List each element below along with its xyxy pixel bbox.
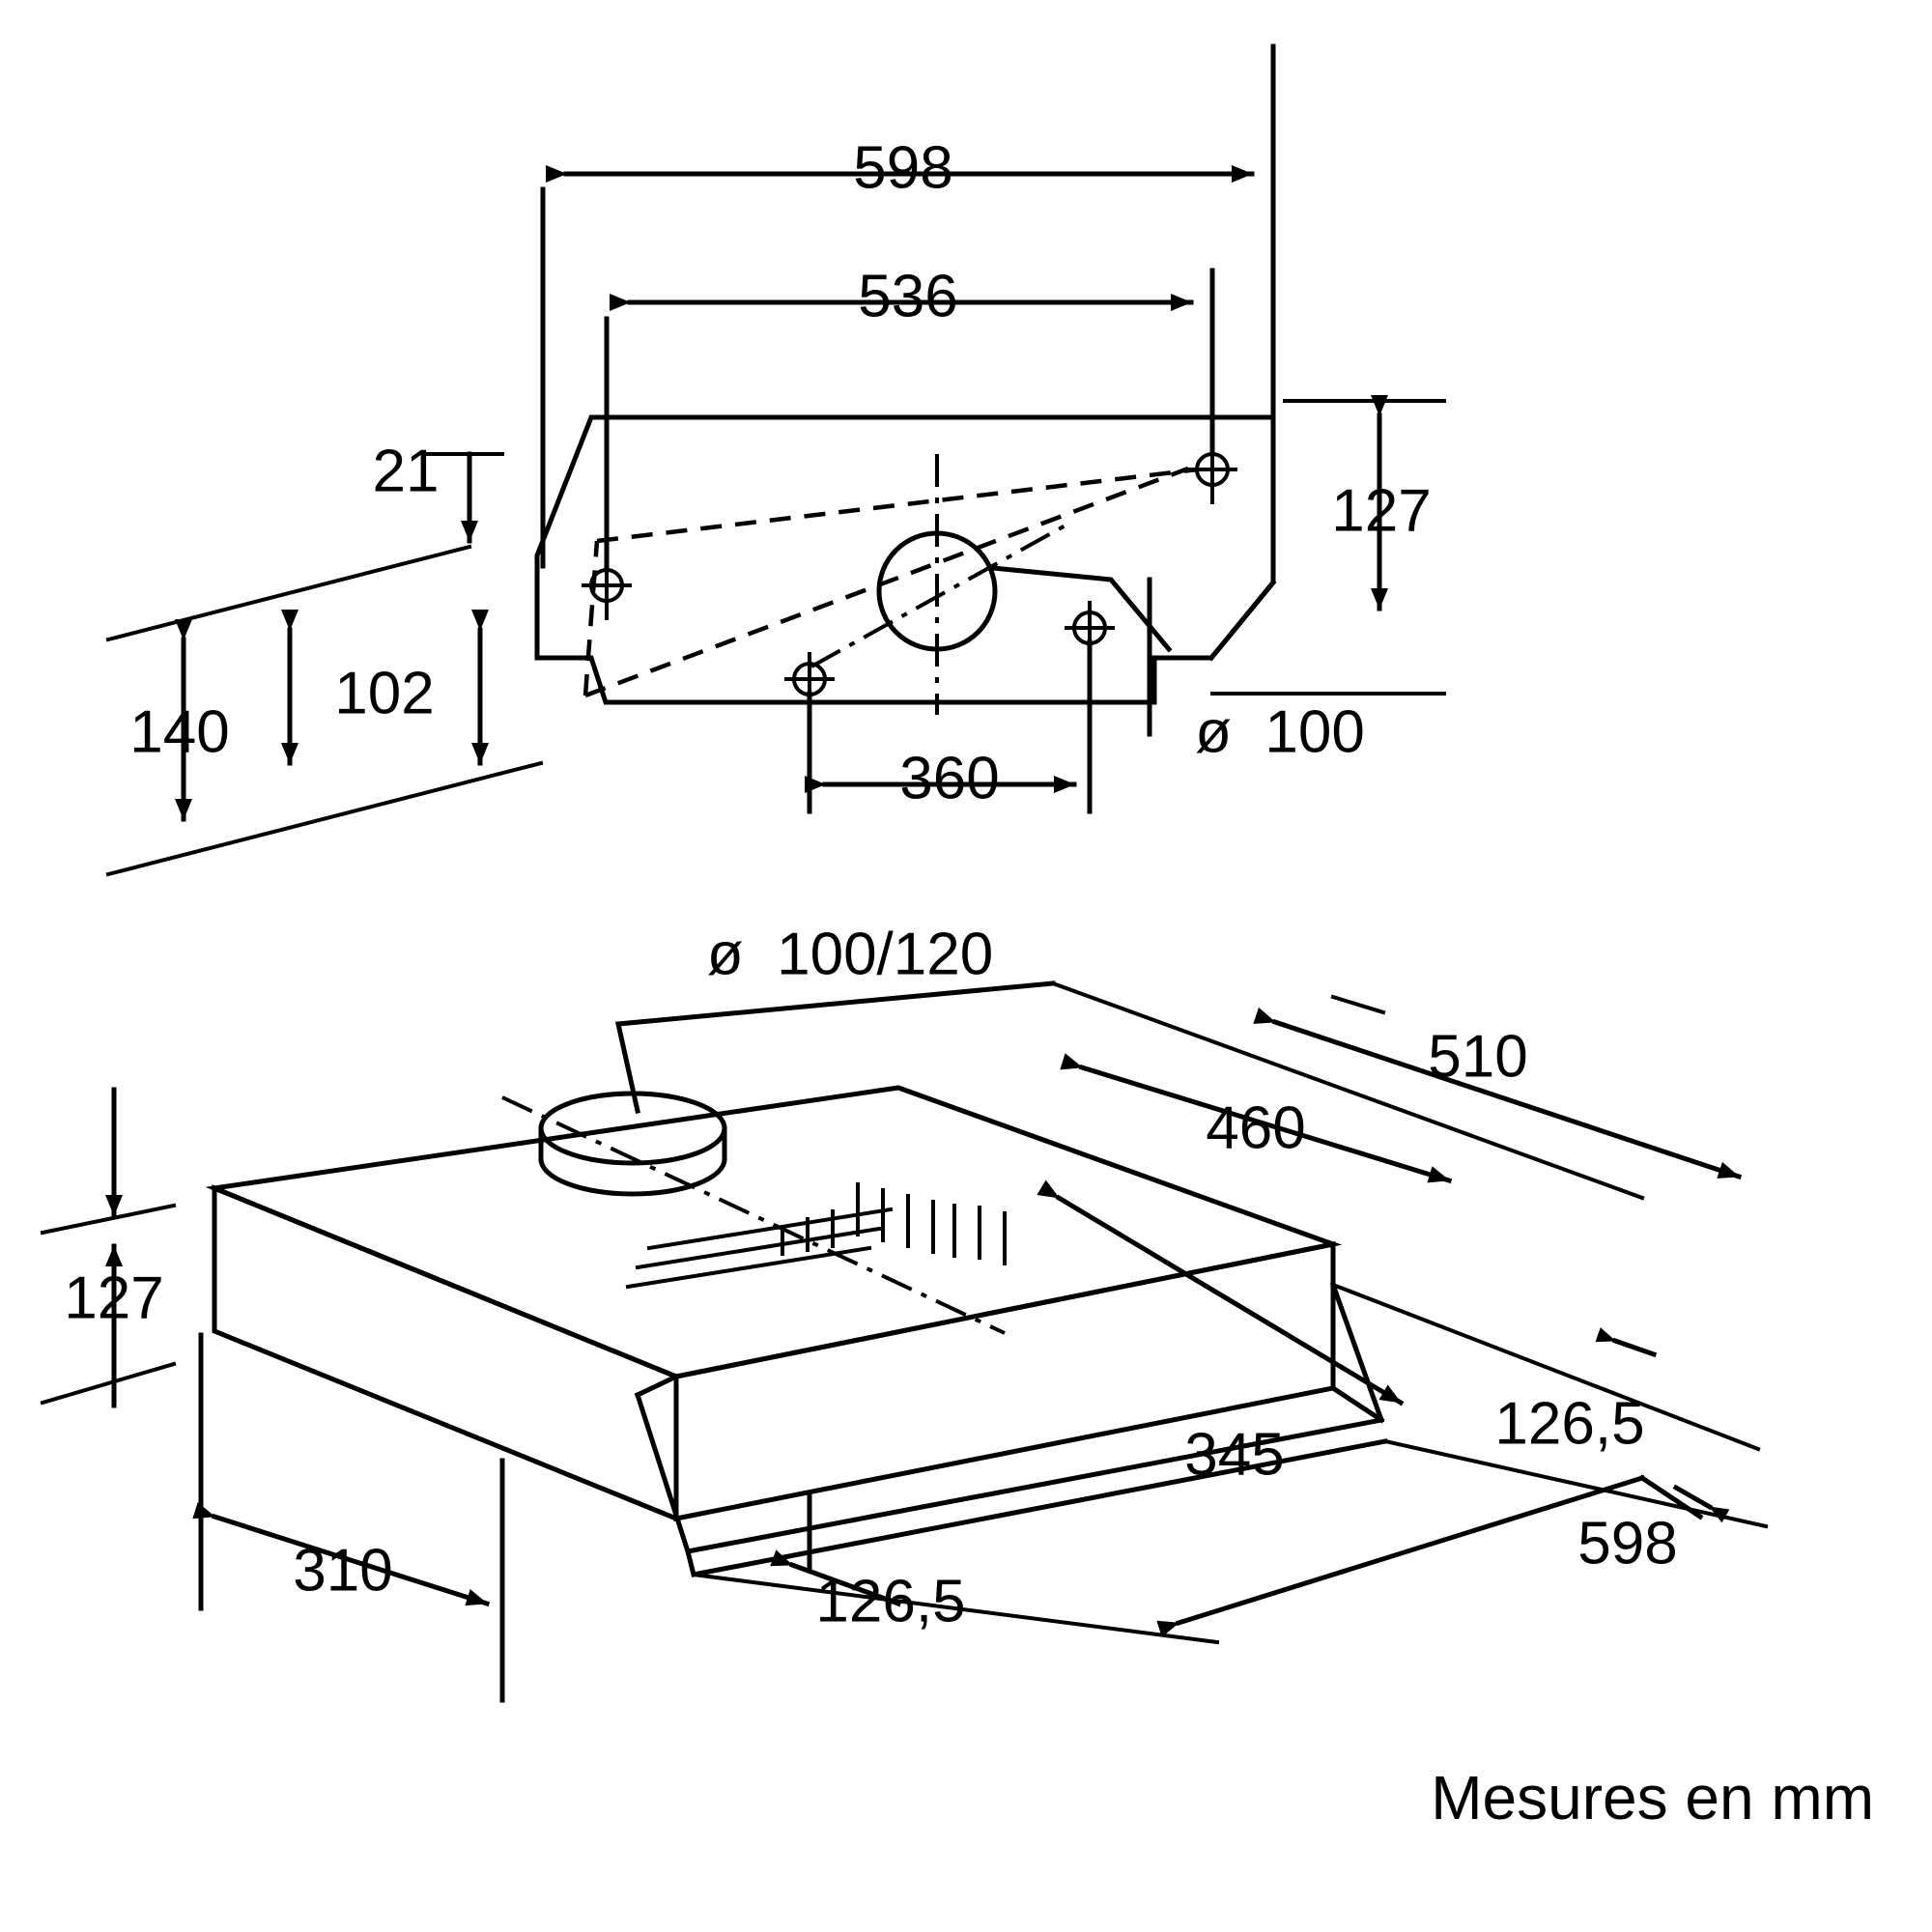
dim-598-top: 598 [853, 134, 952, 201]
dim-598-persp: 598 [1577, 1510, 1677, 1577]
dim-140-top: 140 [129, 698, 229, 765]
grille-slots [625, 1182, 1007, 1290]
dim-510: 510 [1428, 1023, 1527, 1090]
dim-460: 460 [1206, 1094, 1305, 1161]
dim-310: 310 [293, 1537, 392, 1604]
duct-collar [538, 1091, 727, 1197]
dim-536-top: 536 [858, 263, 957, 329]
dim-127-top: 127 [1331, 477, 1431, 544]
units-note: Mesures en mm [1431, 1763, 1874, 1833]
perspective-view-group: ø 100/120 510 460 127 310 345 [40, 921, 1769, 1703]
dim-360-top: 360 [899, 745, 999, 811]
dim-diameter-100-top: ø 100 [1195, 698, 1365, 765]
top-view-group: 598 536 21 140 102 127 [105, 43, 1446, 877]
dim-21-top: 21 [373, 438, 440, 504]
dim-102-top: 102 [334, 660, 434, 726]
dim-126-5-right: 126,5 [1494, 1390, 1644, 1457]
dim-diameter-100-120: ø 100/120 [707, 921, 993, 987]
dim-127-persp: 127 [64, 1264, 163, 1331]
dim-345: 345 [1184, 1421, 1284, 1488]
